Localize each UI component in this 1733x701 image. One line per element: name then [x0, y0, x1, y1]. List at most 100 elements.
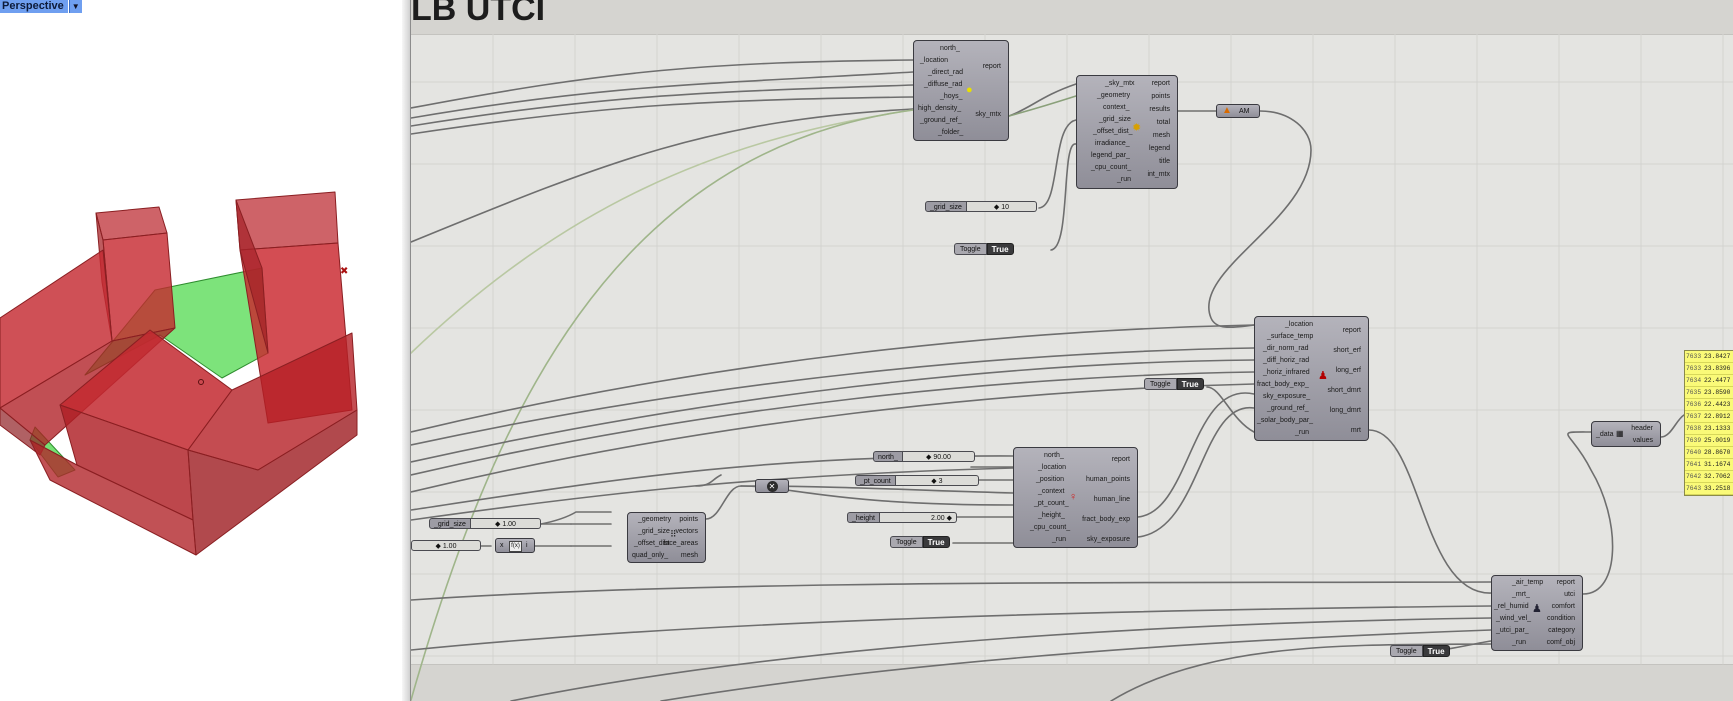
output-long-erf[interactable]: long_erf [1335, 367, 1361, 374]
rhino-viewport[interactable]: ✖ Perspective ▼ [0, 0, 402, 701]
output-results[interactable]: results [1149, 106, 1170, 113]
input-quad-only[interactable]: quad_only_ [632, 552, 669, 559]
output-utci[interactable]: utci [1564, 591, 1575, 598]
output-report[interactable]: report [1151, 80, 1170, 87]
run-toggle-utci[interactable]: Toggle True [1390, 645, 1450, 657]
grid-size-slider[interactable]: _grid_size ◆ 10 [925, 201, 1037, 212]
input-offset-dist[interactable]: _offset_dist [634, 540, 670, 547]
output-points[interactable]: points [1151, 93, 1170, 100]
viewport-tab[interactable]: Perspective ▼ [0, 0, 82, 13]
input-hoys[interactable]: _hoys_ [940, 93, 963, 100]
output-title[interactable]: title [1159, 158, 1170, 165]
output-sky-exposure[interactable]: sky_exposure [1086, 536, 1130, 543]
run-toggle-mrt[interactable]: Toggle True [1144, 378, 1204, 390]
input-height[interactable]: _height_ [1038, 512, 1065, 519]
am-relay-component[interactable]: ▲ AM [1216, 104, 1260, 118]
input-context[interactable]: context_ [1103, 104, 1130, 111]
input-grid-size[interactable]: _grid_size [1099, 116, 1131, 123]
output-comfort[interactable]: comfort [1551, 603, 1575, 610]
input-cpu-count[interactable]: _cpu_count_ [1030, 524, 1071, 531]
grasshopper-canvas[interactable]: LB UTCI [410, 0, 1733, 701]
input-diffuse-rad[interactable]: _diffuse_rad [924, 81, 963, 88]
input-utci-par[interactable]: _utci_par_ [1496, 627, 1529, 634]
run-toggle-radiation[interactable]: Toggle True [954, 243, 1014, 255]
slider-value[interactable]: ◆ 3 [895, 475, 979, 486]
output-legend[interactable]: legend [1148, 145, 1170, 152]
offset-slider[interactable]: ◆ 1.00 [411, 540, 481, 551]
input-irradiance[interactable]: irradiance_ [1095, 140, 1130, 147]
input-geometry[interactable]: _geometry [1097, 92, 1131, 99]
run-toggle-human[interactable]: Toggle True [890, 536, 950, 548]
toggle-value[interactable]: True [1422, 645, 1450, 657]
output-report[interactable]: report [1111, 456, 1130, 463]
input-offset-dist[interactable]: _offset_dist_ [1093, 128, 1133, 135]
slider-value[interactable]: ◆ 10 [966, 201, 1037, 212]
output-values[interactable]: values [1632, 437, 1653, 444]
input-ground-ref[interactable]: _ground_ref_ [1267, 405, 1309, 412]
input-location[interactable]: _location [1038, 464, 1067, 471]
input-cpu-count[interactable]: _cpu_count_ [1091, 164, 1132, 171]
panel-splitter[interactable] [402, 0, 412, 701]
output-points[interactable]: points [679, 516, 698, 523]
pt-count-slider[interactable]: _pt_count ◆ 3 [855, 475, 979, 486]
input-wind-vel[interactable]: _wind_vel_ [1496, 615, 1532, 622]
output-condition[interactable]: condition [1546, 615, 1575, 622]
north-slider[interactable]: north_ ◆ 90.00 [873, 451, 975, 462]
input-run[interactable]: _run [1117, 176, 1132, 183]
input-grid-size[interactable]: _grid_size [638, 528, 670, 535]
output-short-dmrt[interactable]: short_dmrt [1327, 387, 1361, 394]
input-sky-mtx[interactable]: _sky_mtx [1105, 80, 1135, 87]
sky-matrix-component[interactable]: north_ _location _direct_rad _diffuse_ra… [913, 40, 1009, 141]
output-vectors[interactable]: vectors [675, 528, 698, 535]
slider-value[interactable]: ◆ 90.00 [902, 451, 975, 462]
input-direct-rad[interactable]: _direct_rad [928, 69, 964, 76]
output-total[interactable]: total [1156, 119, 1170, 126]
output-header[interactable]: header [1631, 425, 1653, 432]
deconstruct-data-component[interactable]: _data ▦ header values [1591, 421, 1661, 447]
output-face-areas[interactable]: face_areas [663, 540, 698, 547]
output-human-points[interactable]: human_points [1086, 476, 1130, 483]
input-fract-body-exp[interactable]: fract_body_exp_ [1257, 381, 1309, 388]
input-position[interactable]: _position [1036, 476, 1065, 483]
toggle-value[interactable]: True [1176, 378, 1204, 390]
input-location[interactable]: _location [920, 57, 949, 64]
input-run[interactable]: _run [1295, 429, 1310, 436]
output-sky-mtx[interactable]: sky_mtx [975, 111, 1001, 118]
output-fract-body-exp[interactable]: fract_body_exp [1082, 516, 1130, 523]
output-report[interactable]: report [1556, 579, 1575, 586]
input-pt-count[interactable]: _pt_count_ [1034, 500, 1069, 507]
input-mrt[interactable]: _mrt_ [1512, 591, 1530, 598]
input-geometry[interactable]: _geometry [638, 516, 672, 523]
height-slider[interactable]: _height 2.00 ◆ [847, 512, 957, 523]
input-north[interactable]: north_ [1044, 452, 1064, 459]
output-mesh[interactable]: mesh [680, 552, 698, 559]
input-high-density[interactable]: high_density_ [918, 105, 962, 112]
input-horiz-infrared[interactable]: _horiz_infrared [1263, 369, 1310, 376]
output-category[interactable]: category [1548, 627, 1575, 634]
viewport-label[interactable]: Perspective [0, 0, 68, 13]
output-short-erf[interactable]: short_erf [1333, 347, 1361, 354]
output-comf-obj[interactable]: comf_obj [1546, 639, 1575, 646]
input-location[interactable]: _location [1285, 321, 1314, 328]
input-solar-body-par[interactable]: _solar_body_par_ [1257, 417, 1314, 424]
input-legend-par[interactable]: legend_par_ [1091, 152, 1130, 159]
output-mesh[interactable]: mesh [1152, 132, 1170, 139]
input-sky-exposure[interactable]: sky_exposure_ [1263, 393, 1311, 400]
input-run[interactable]: _run [1512, 639, 1527, 646]
toggle-value[interactable]: True [922, 536, 950, 548]
incident-radiation-component[interactable]: _sky_mtx _geometry context_ _grid_size _… [1076, 75, 1178, 189]
slider-value[interactable]: ◆ 1.00 [470, 518, 541, 529]
slider-value[interactable]: ◆ 1.00 [411, 540, 481, 551]
human-sky-relation-component[interactable]: north_ _location _position _context _pt_… [1013, 447, 1138, 548]
input-diff-horiz-rad[interactable]: _diff_horiz_rad [1263, 357, 1310, 364]
toggle-value[interactable]: True [986, 243, 1014, 255]
grid-size-slider-2[interactable]: _grid_size ◆ 1.00 [429, 518, 541, 529]
input-north[interactable]: north_ [940, 45, 960, 52]
multiply-component[interactable]: ✕ [755, 479, 789, 493]
chevron-down-icon[interactable]: ▼ [68, 0, 82, 13]
output-long-dmrt[interactable]: long_dmrt [1329, 407, 1361, 414]
input-folder[interactable]: _folder_ [938, 129, 964, 136]
output-mrt[interactable]: mrt [1350, 427, 1361, 434]
input-rel-humid[interactable]: _rel_humid [1494, 603, 1529, 610]
